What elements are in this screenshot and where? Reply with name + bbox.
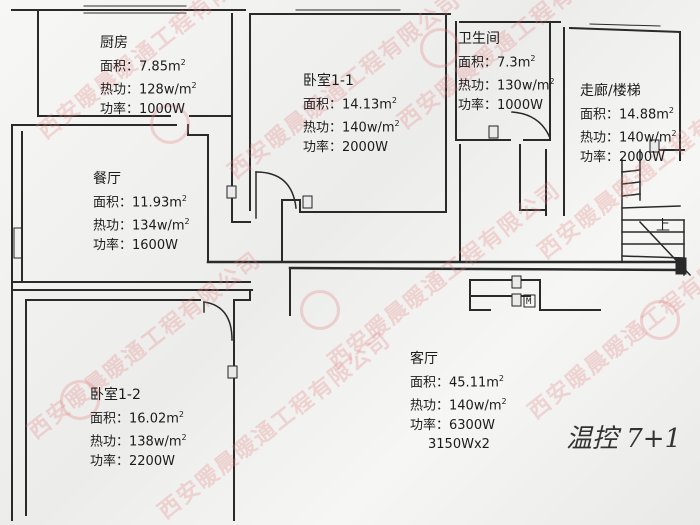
room-bedroom-1-2: 卧室1-2 面积：16.02m2 热功：138w/m2 功率：2200W [90,386,187,471]
handwritten-note: 温控 7+1 [566,424,682,454]
room-power: 功率：2200W [90,453,175,469]
room-heat: 热功：140w/m2 [410,397,507,414]
room-living: 客厅 面积：45.11m2 热功：140w/m2 功率：6300W 3150Wx… [410,350,507,454]
room-name: 卫生间 [458,31,500,47]
room-name: 厨房 [100,35,128,51]
room-heat: 热功：140w/m2 [303,119,400,136]
room-name: 走廊/楼梯 [580,83,641,99]
room-area: 面积：45.11m2 [410,374,504,391]
staircase [621,149,692,277]
room-name: 餐厅 [93,171,121,187]
room-area: 面积：14.13m2 [303,96,397,113]
room-name: 卧室1-1 [303,73,354,89]
room-name: 客厅 [410,351,438,367]
room-area: 面积：14.88m2 [580,106,674,123]
room-corridor-stairs: 走廊/楼梯 面积：14.88m2 热功：140w/m2 功率：2000W [580,82,677,167]
room-heat: 热功：138w/m2 [90,433,187,450]
room-heat: 热功：128w/m2 [100,81,197,98]
tag-m: M [526,297,532,307]
room-area: 面积：16.02m2 [90,410,184,427]
room-area: 面积：7.3m2 [458,54,536,71]
thermostat-marker [649,139,660,153]
room-power: 功率：1000W [458,97,543,113]
room-dining: 餐厅 面积：11.93m2 热功：134w/m2 功率：1600W [93,170,190,255]
room-power-split: 3150Wx2 [428,436,490,452]
thermostat-marker [488,125,499,139]
room-power: 功率：2000W [580,149,665,165]
room-name: 卧室1-2 [90,387,141,403]
room-bathroom: 卫生间 面积：7.3m2 热功：130w/m2 功率：1000W [458,30,555,115]
wall [288,266,686,272]
door-arc [203,301,233,341]
room-power: 功率：6300W [410,417,495,433]
door-arc [511,111,551,139]
room-power: 功率：1000W [100,101,185,117]
room-power: 功率：1600W [93,237,178,253]
thermostat-markers [226,125,660,379]
thermostat-marker [511,275,522,289]
room-bedroom-1-1: 卧室1-1 面积：14.13m2 热功：140w/m2 功率：2000W [303,72,400,157]
thermostat-marker [511,293,522,307]
window [13,227,23,259]
thermostat-marker [226,185,237,199]
wall [568,26,682,34]
room-area: 面积：7.85m2 [100,58,186,75]
stair-up-label: 上 [656,218,670,234]
room-power: 功率：2000W [303,139,388,155]
thermostat-marker [227,365,238,379]
thermostat-marker [302,195,313,209]
room-area: 面积：11.93m2 [93,194,187,211]
room-heat: 热功：130w/m2 [458,77,555,94]
room-heat: 热功：140w/m2 [580,129,677,146]
door-arc [255,171,297,209]
room-kitchen: 厨房 面积：7.85m2 热功：128w/m2 功率：1000W [100,34,197,119]
room-heat: 热功：134w/m2 [93,217,190,234]
